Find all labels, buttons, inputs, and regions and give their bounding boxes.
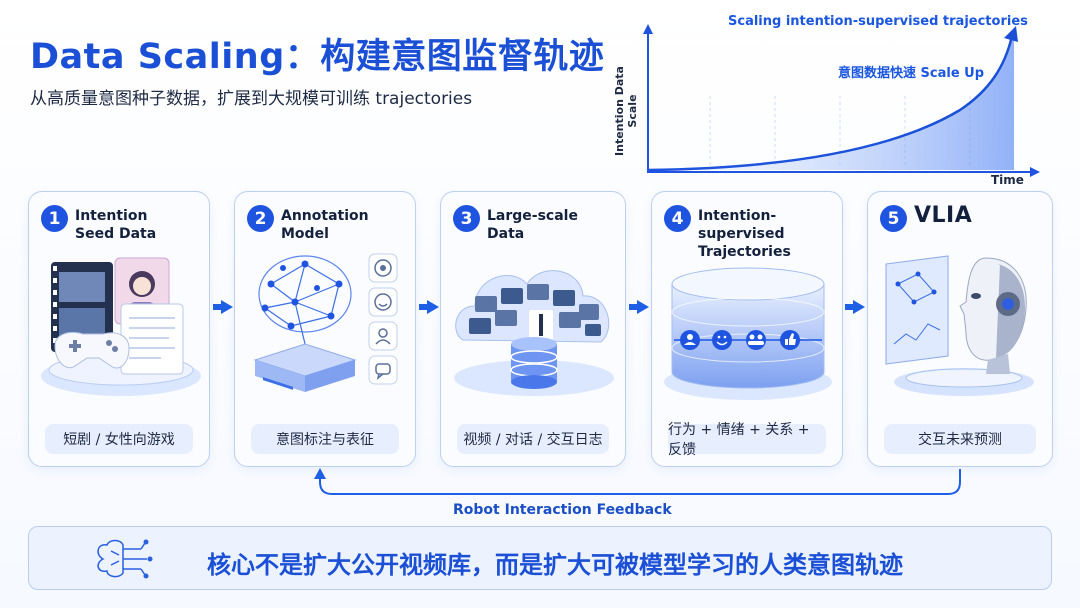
stage-number-badge: 2 xyxy=(247,205,274,232)
neural-nodes xyxy=(261,260,343,330)
stage-card-vlia: 5 VLIA 交互未来预测 xyxy=(867,191,1053,467)
person-icon xyxy=(680,330,700,350)
stage-card-annotation-model: 2 Annotation Model xyxy=(234,191,416,467)
chat-icon xyxy=(368,355,398,385)
core-statement-box: 核心不是扩大公开视频库，而是扩大可被模型学习的人类意图轨迹 xyxy=(28,526,1052,590)
neural-brain-icon xyxy=(258,255,352,345)
stage-number-badge: 4 xyxy=(664,205,691,232)
chart-annotation: 意图数据快速 Scale Up xyxy=(838,66,985,81)
seed-data-illustration xyxy=(41,257,201,396)
stage-title: Intention Seed Data xyxy=(75,208,157,242)
stage-title: Annotation Model xyxy=(281,208,369,242)
page-subtitle: 从高质量意图种子数据，扩展到大规模可训练 trajectories xyxy=(30,89,473,109)
stage-tag: 意图标注与表征 xyxy=(251,424,399,454)
large-scale-data-illustration xyxy=(454,270,614,396)
target-icon xyxy=(368,253,398,283)
stage-tag: 短剧 / 女性向游戏 xyxy=(45,424,193,454)
growth-area xyxy=(648,32,1014,170)
hologram-panel-icon xyxy=(885,255,949,365)
stage-number-badge: 3 xyxy=(453,205,480,232)
stage-title: Intention-supervised Trajectories xyxy=(698,208,791,260)
database-icon xyxy=(510,337,558,389)
user-icon xyxy=(368,321,398,351)
stage-card-seed-data: 1 Intention Seed Data xyxy=(28,191,210,467)
thumbs-up-icon xyxy=(780,330,800,350)
flow-arrow-icon xyxy=(419,300,439,314)
growth-chart xyxy=(643,24,1040,177)
x-axis-arrow-icon xyxy=(1030,167,1040,177)
stage-number-badge: 5 xyxy=(880,205,907,232)
page-title: Data Scaling：构建意图监督轨迹 xyxy=(30,37,605,77)
growth-curve xyxy=(647,35,1014,172)
y-axis-arrow-icon xyxy=(643,24,653,34)
stage-card-large-scale-data: 3 Large-scale Data 视频 / 对话 / 交互日志 xyxy=(440,191,626,467)
chart-x-label: Time xyxy=(991,173,1024,187)
robot-head-icon xyxy=(959,257,1027,374)
media-cloud-icon xyxy=(455,270,610,343)
chart-title: Scaling intention-supervised trajectorie… xyxy=(728,14,1028,29)
feedback-label: Robot Interaction Feedback xyxy=(453,502,672,518)
vlia-robot-illustration xyxy=(885,255,1034,396)
flow-arrow-icon xyxy=(213,300,233,314)
stage-tag: 交互未来预测 xyxy=(884,424,1036,454)
growth-curve-arrow-icon xyxy=(1004,26,1018,42)
stage-title: VLIA xyxy=(914,203,973,228)
brain-circuit-icon xyxy=(97,539,153,579)
core-statement: 核心不是扩大公开视频库，而是扩大可被模型学习的人类意图轨迹 xyxy=(207,551,903,579)
stage-tag: 视频 / 对话 / 交互日志 xyxy=(457,424,609,454)
feedback-arrow-head-icon xyxy=(314,468,326,479)
relationship-icon xyxy=(746,330,766,350)
annotation-model-illustration xyxy=(253,253,398,392)
stage-title: Large-scale Data xyxy=(487,208,578,242)
stage-tag: 行为 + 情绪 + 关系 + 反馈 xyxy=(668,422,826,458)
flow-arrow-icon xyxy=(845,300,865,314)
trajectory-cylinder-illustration xyxy=(664,267,832,400)
smile-icon xyxy=(368,287,398,317)
stage-number-badge: 1 xyxy=(41,205,68,232)
emotion-icon xyxy=(712,330,732,350)
server-base-icon xyxy=(253,343,357,392)
flow-arrow-icon xyxy=(629,300,649,314)
stage-card-trajectories: 4 Intention-supervised Trajectories 行为 +… xyxy=(651,191,843,467)
gamepad-icon xyxy=(54,332,130,369)
